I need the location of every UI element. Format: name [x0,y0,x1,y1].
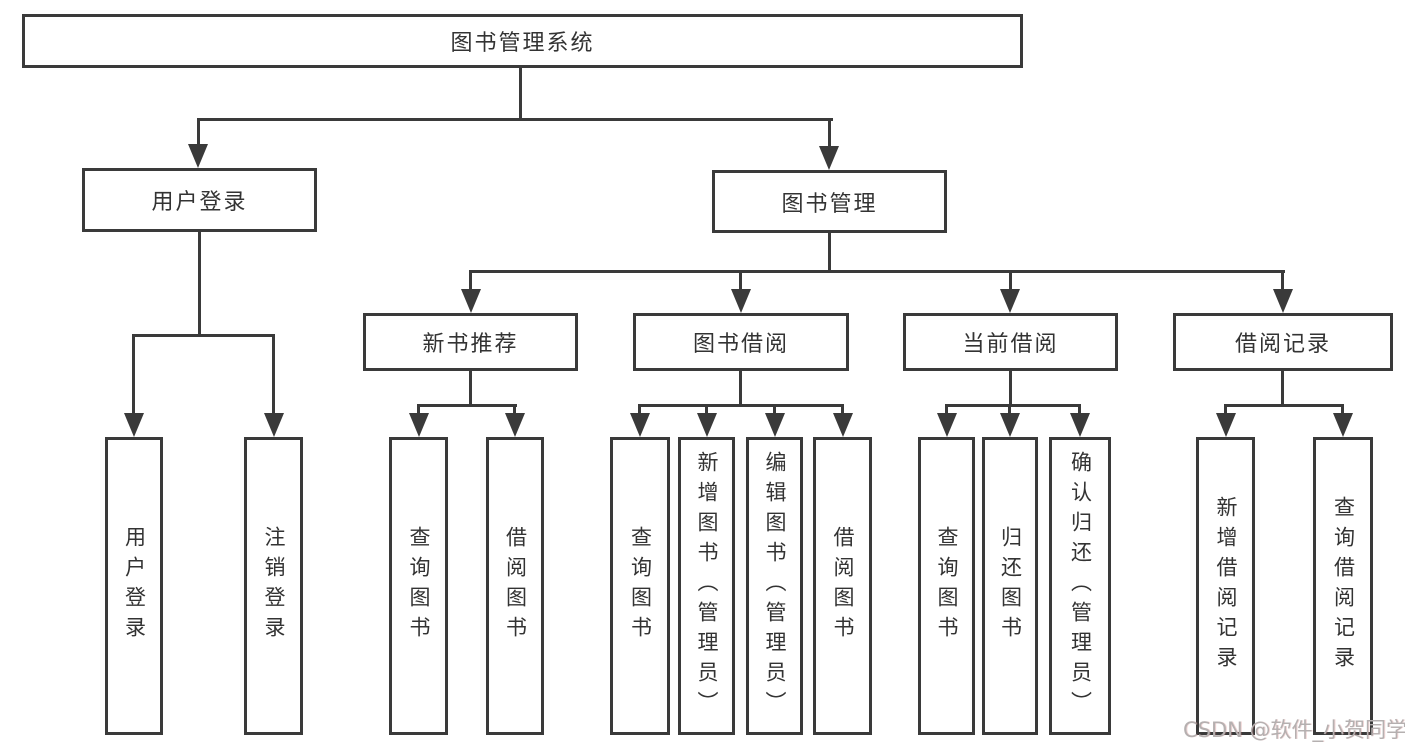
node-label: 查询图书 [935,526,959,646]
leaf-nb-borrow-books: 借阅图书 [486,437,544,735]
arrow-down-icon [409,413,429,437]
leaf-cb-confirm-return-admin: 确认归还（管理员） [1049,437,1111,735]
connector-vline [198,232,201,337]
connector-vline [519,66,522,121]
node-label: 图书管理 [781,191,878,217]
connector-vline [1281,270,1284,294]
node-book-borrowing: 图书借阅 [633,313,849,371]
node-label: 图书借阅 [692,332,789,357]
arrow-down-icon [765,413,785,437]
leaf-cb-return-books: 归还图书 [982,437,1038,735]
node-current-borrowing: 当前借阅 [903,313,1118,371]
node-new-book-recommend: 新书推荐 [363,313,578,371]
connector-vline [739,270,742,294]
connector-vline [1341,404,1344,418]
leaf-br-add-record: 新增借阅记录 [1196,437,1255,735]
connector-vline [272,334,275,419]
node-label: 查询图书 [407,526,431,646]
connector-vline [1009,270,1012,294]
connector-vline [417,404,420,418]
connector-vline [739,371,742,407]
node-library-system: 图书管理系统 [22,14,1023,68]
connector-hline [417,404,517,407]
connector-vline [469,270,472,294]
leaf-nb-query-books: 查询图书 [389,437,448,735]
watermark: CSDN @软件_小贺同学 [1183,718,1405,742]
node-label: 当前借阅 [962,332,1059,357]
node-label: 用户登录 [122,526,147,646]
leaf-bw-borrow-books: 借阅图书 [813,437,872,735]
node-label: 新书推荐 [422,332,519,357]
leaf-bw-edit-books-admin: 编辑图书（管理员） [746,437,803,735]
leaf-br-query-record: 查询借阅记录 [1313,437,1373,735]
node-label: 确认归还（管理员） [1068,451,1093,721]
leaf-user-login: 用户登录 [105,437,163,735]
arrow-down-icon [1070,413,1090,437]
arrow-down-icon [1333,413,1353,437]
connector-vline [1009,371,1012,407]
connector-vline [132,334,135,419]
connector-hline [638,404,844,407]
connector-vline [828,118,831,148]
node-label: 用户登录 [151,190,248,215]
node-label: 图书管理系统 [450,31,595,56]
arrow-down-icon [937,413,957,437]
leaf-logout: 注销登录 [244,437,303,735]
connector-vline [1224,404,1227,418]
connector-vline [197,118,200,148]
leaf-bw-add-books-admin: 新增图书（管理员） [678,437,735,735]
node-label: 新增图书（管理员） [695,451,719,721]
node-label: 编辑图书（管理员） [763,451,787,721]
arrow-down-icon [505,413,525,437]
node-label: 借阅图书 [503,526,528,646]
connector-vline [513,404,516,418]
connector-hline [197,118,833,121]
arrow-down-icon [1273,289,1293,313]
connector-vline [773,404,776,418]
node-label: 查询借阅记录 [1331,496,1356,676]
connector-vline [1078,404,1081,418]
connector-hline [469,270,1285,273]
node-label: 查询图书 [628,526,653,646]
connector-hline [1224,404,1343,407]
node-label: 归还图书 [998,526,1023,646]
connector-hline [132,334,275,337]
arrow-down-icon [1000,289,1020,313]
arrow-down-icon [264,413,284,437]
connector-vline [638,404,641,418]
node-label: 新增借阅记录 [1214,496,1238,676]
node-borrow-records: 借阅记录 [1173,313,1393,371]
connector-vline [828,233,831,273]
arrow-down-icon [630,413,650,437]
connector-vline [841,404,844,418]
connector-vline [469,371,472,407]
arrow-down-icon [1216,413,1236,437]
connector-vline [705,404,708,418]
arrow-down-icon [188,144,208,168]
node-label: 借阅图书 [831,526,855,646]
leaf-bw-query-books: 查询图书 [610,437,670,735]
connector-vline [945,404,948,418]
arrow-down-icon [1000,413,1020,437]
node-user-login: 用户登录 [82,168,317,232]
leaf-cb-query-books: 查询图书 [918,437,975,735]
arrow-down-icon [833,413,853,437]
arrow-down-icon [731,289,751,313]
arrow-down-icon [461,289,481,313]
node-label: 借阅记录 [1234,332,1331,357]
arrow-down-icon [819,146,839,170]
node-label: 注销登录 [262,526,286,646]
connector-vline [1281,371,1284,407]
connector-hline [945,404,1081,407]
connector-vline [1008,404,1011,418]
node-book-management: 图书管理 [712,170,947,233]
arrow-down-icon [124,413,144,437]
arrow-down-icon [697,413,717,437]
